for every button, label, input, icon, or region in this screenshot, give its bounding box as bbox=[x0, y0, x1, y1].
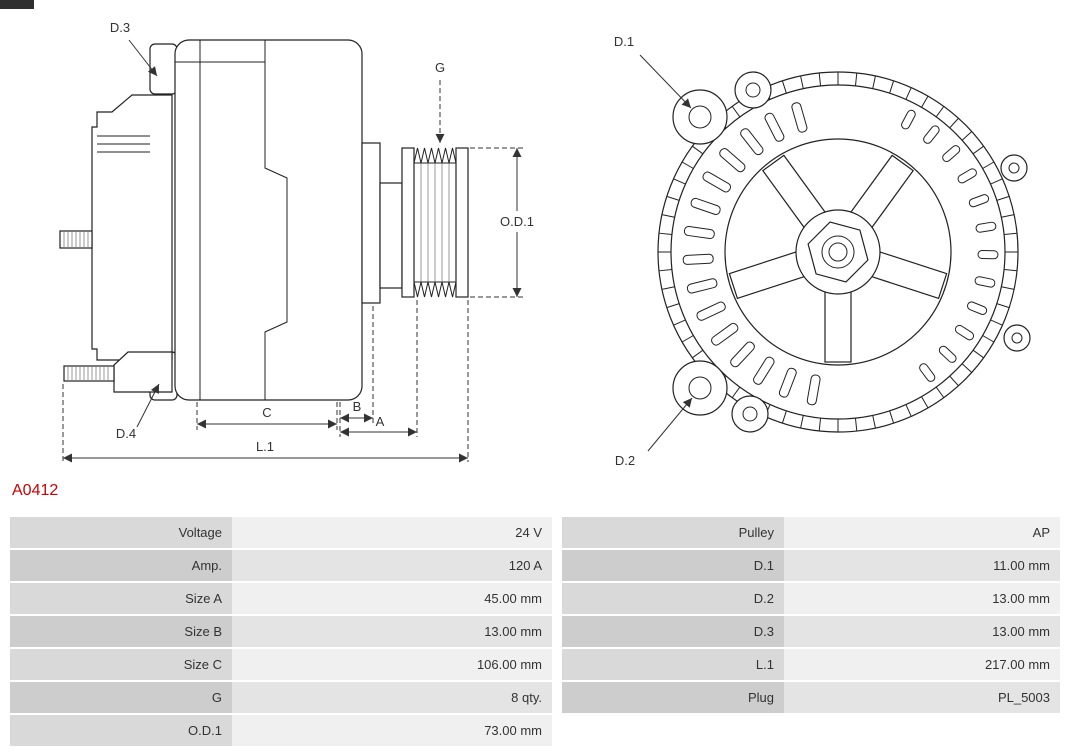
column-gap bbox=[552, 649, 562, 680]
spec-label-cell: Size C bbox=[10, 649, 232, 680]
shaft-center bbox=[828, 242, 848, 262]
label-g: G bbox=[435, 60, 445, 75]
spec-label-cell: Voltage bbox=[10, 517, 232, 548]
pulley-spokes bbox=[728, 154, 948, 363]
spec-label-cell: D.2 bbox=[562, 583, 784, 614]
spec-label-cell: Amp. bbox=[10, 550, 232, 581]
spec-label-cell: Plug bbox=[562, 682, 784, 713]
label-l1: L.1 bbox=[256, 439, 274, 454]
spec-label-cell: D.3 bbox=[562, 616, 784, 647]
leader-d1 bbox=[639, 54, 692, 109]
spec-row: O.D.1 73.00 mm bbox=[10, 715, 1060, 746]
spec-value-cell: 13.00 mm bbox=[784, 583, 1060, 614]
spec-value-cell: 24 V bbox=[232, 517, 552, 548]
threaded-stud bbox=[63, 365, 115, 382]
leader-d4 bbox=[136, 383, 160, 428]
label-b: B bbox=[353, 399, 362, 414]
column-gap bbox=[552, 583, 562, 614]
label-a: A bbox=[376, 414, 385, 429]
label-od1: O.D.1 bbox=[500, 214, 534, 229]
column-gap bbox=[552, 550, 562, 581]
front-view: D.1 D.2 bbox=[614, 34, 1031, 468]
spec-value-cell: 13.00 mm bbox=[232, 616, 552, 647]
label-d2: D.2 bbox=[615, 453, 635, 468]
side-ear-top bbox=[149, 43, 178, 95]
spec-value-cell: 45.00 mm bbox=[232, 583, 552, 614]
spec-row: Voltage 24 V Pulley AP bbox=[10, 517, 1060, 548]
bearing-boss bbox=[361, 142, 381, 304]
spec-value-cell: 73.00 mm bbox=[232, 715, 552, 746]
spec-row: G 8 qty. Plug PL_5003 bbox=[10, 682, 1060, 713]
spec-row: Amp. 120 A D.1 11.00 mm bbox=[10, 550, 1060, 581]
spec-row: Size A 45.00 mm D.2 13.00 mm bbox=[10, 583, 1060, 614]
spec-value-cell: 11.00 mm bbox=[784, 550, 1060, 581]
top-left-artifact bbox=[0, 0, 34, 9]
spec-label-cell-empty bbox=[562, 715, 784, 746]
spec-label-cell: Size B bbox=[10, 616, 232, 647]
leader-d3 bbox=[128, 39, 158, 77]
hub bbox=[795, 209, 881, 295]
od1-label-bg bbox=[487, 211, 547, 232]
vent-slots bbox=[682, 102, 999, 406]
spec-table: Voltage 24 V Pulley AP Amp. 120 A D.1 11… bbox=[10, 517, 1060, 748]
pulley bbox=[401, 147, 469, 298]
leader-d2 bbox=[647, 397, 693, 452]
shaft-spacer bbox=[379, 182, 403, 289]
front-housing bbox=[174, 39, 363, 401]
spec-label-cell: G bbox=[10, 682, 232, 713]
part-number: A0412 bbox=[12, 482, 59, 499]
label-c: C bbox=[262, 405, 271, 420]
spec-value-cell: AP bbox=[784, 517, 1060, 548]
rear-foot bbox=[113, 351, 173, 393]
spec-label-cell: D.1 bbox=[562, 550, 784, 581]
side-view: D.3 G O.D.1 D.4 C B A L.1 bbox=[59, 20, 547, 463]
column-gap bbox=[552, 517, 562, 548]
column-gap bbox=[552, 715, 562, 746]
spec-row: Size B 13.00 mm D.3 13.00 mm bbox=[10, 616, 1060, 647]
column-gap bbox=[552, 682, 562, 713]
spec-value-cell: 8 qty. bbox=[232, 682, 552, 713]
spec-label-cell: O.D.1 bbox=[10, 715, 232, 746]
rear-housing bbox=[91, 94, 173, 361]
spec-row: Size C 106.00 mm L.1 217.00 mm bbox=[10, 649, 1060, 680]
spec-label-cell: Size A bbox=[10, 583, 232, 614]
spec-value-cell-empty bbox=[784, 715, 1060, 746]
spec-value-cell: PL_5003 bbox=[784, 682, 1060, 713]
spec-value-cell: 217.00 mm bbox=[784, 649, 1060, 680]
spec-value-cell: 106.00 mm bbox=[232, 649, 552, 680]
label-d4: D.4 bbox=[116, 426, 136, 441]
technical-drawing: D.3 G O.D.1 D.4 C B A L.1 bbox=[59, 20, 1031, 468]
shaft-circle bbox=[821, 235, 855, 269]
spec-label-cell: Pulley bbox=[562, 517, 784, 548]
column-gap bbox=[552, 616, 562, 647]
spec-value-cell: 13.00 mm bbox=[784, 616, 1060, 647]
spec-label-cell: L.1 bbox=[562, 649, 784, 680]
spec-value-cell: 120 A bbox=[232, 550, 552, 581]
label-d1: D.1 bbox=[614, 34, 634, 49]
label-d3: D.3 bbox=[110, 20, 130, 35]
